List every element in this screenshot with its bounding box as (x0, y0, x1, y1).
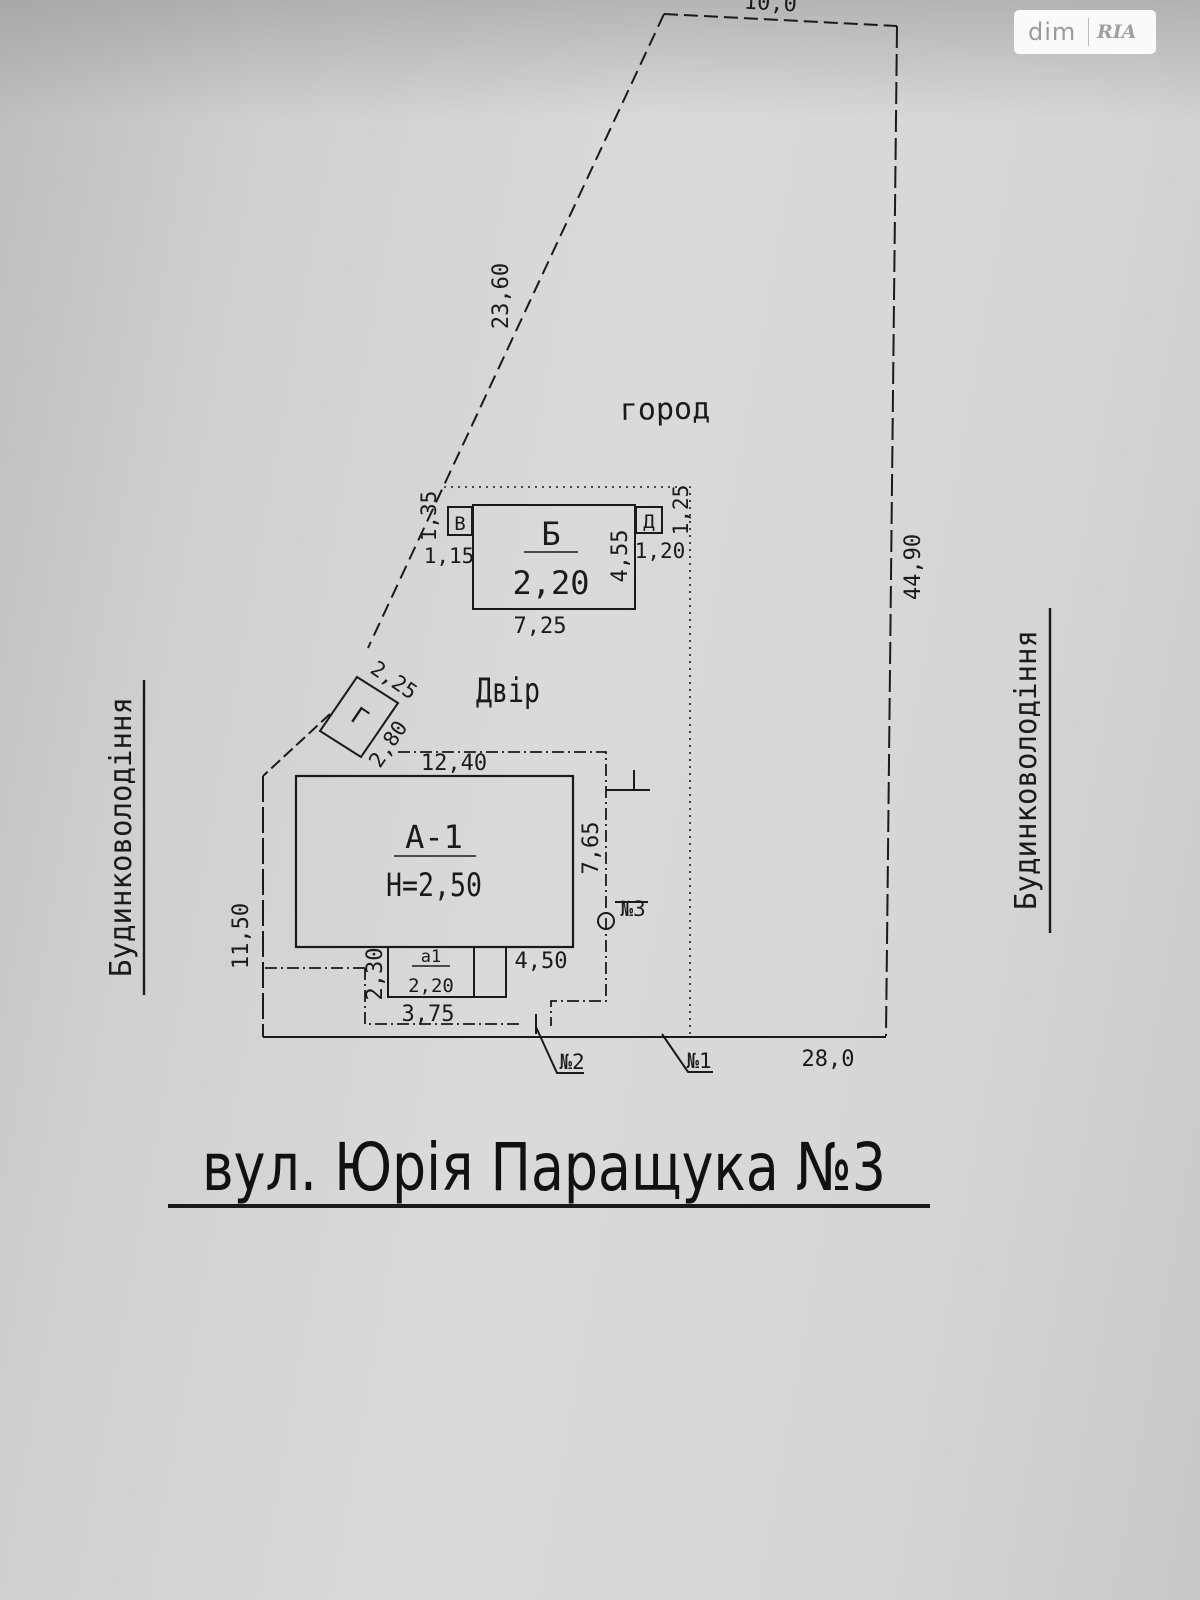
dim-left: 11,50 (229, 903, 254, 969)
entry-mark (606, 770, 650, 791)
shed-v (447, 506, 473, 536)
dim-yard-bottom: 3,75 (402, 1002, 455, 1027)
yard-label: Двір (476, 671, 540, 711)
shed-v-label: В (454, 513, 465, 535)
building-barn (472, 504, 636, 610)
dim-barn-depth: 4,55 (608, 530, 633, 583)
dim-right: 44,90 (901, 534, 926, 600)
dim-main-depth: 7,65 (579, 822, 604, 875)
boundary-diagonal (367, 13, 665, 649)
gate-1-label: №1 (685, 1049, 711, 1073)
dim-main-width: 12,40 (421, 751, 487, 776)
main-height: Н=2,50 (386, 866, 482, 904)
inner-divider (444, 486, 691, 1037)
dim-barn-width: 7,25 (514, 614, 567, 639)
gate-3-label: №3 (619, 897, 645, 921)
boundary-right (885, 25, 898, 1037)
main-name: А-1 (405, 818, 463, 856)
garden-label: город (620, 391, 711, 428)
dim-shed-d-top: 1,25 (669, 485, 693, 536)
dim-shed-v-top: 1,35 (417, 491, 441, 542)
boundary-left-upper (262, 713, 331, 777)
building-garage (318, 675, 400, 759)
annex-name: а1 (421, 947, 441, 967)
dim-annex-depth: 2,30 (363, 948, 388, 1001)
gate-2-mark (535, 1014, 584, 1074)
annex-porch (473, 946, 507, 998)
building-main (294, 774, 575, 949)
gate-3-circle (597, 912, 615, 930)
gate-2-label: №2 (558, 1050, 584, 1074)
dim-top: 10,0 (743, 0, 797, 17)
watermark-dim-text: dim (1028, 18, 1077, 46)
dim-shed-d-side: 1,20 (635, 539, 686, 563)
dim-shed-v-side: 1,15 (424, 544, 475, 568)
street-label: вул. Юрія Паращука №3 (202, 1129, 886, 1206)
shed-d (635, 506, 663, 534)
garage-label: Г (346, 702, 374, 733)
neighbor-left-label: Будинковолодіння (104, 697, 139, 977)
watermark-logo: dim RIA (1014, 10, 1156, 54)
yard-fence (263, 751, 607, 1026)
dim-annex-width: 4,50 (515, 949, 568, 974)
gate-1-mark (661, 1033, 713, 1073)
dim-garage-depth: 2,80 (364, 716, 412, 771)
barn-name: Б (541, 515, 560, 553)
barn-height: 2,20 (512, 564, 589, 602)
watermark-separator (1088, 18, 1089, 46)
annex-height: 2,20 (408, 975, 454, 997)
dim-garage-width: 2,25 (366, 656, 421, 704)
watermark-ria-text: RIA (1097, 21, 1137, 43)
dim-bottom: 28,0 (802, 1047, 855, 1072)
dim-diagonal: 23,60 (489, 263, 514, 329)
shed-d-label: Д (643, 511, 655, 533)
neighbor-right-label: Будинковолодіння (1009, 630, 1044, 910)
